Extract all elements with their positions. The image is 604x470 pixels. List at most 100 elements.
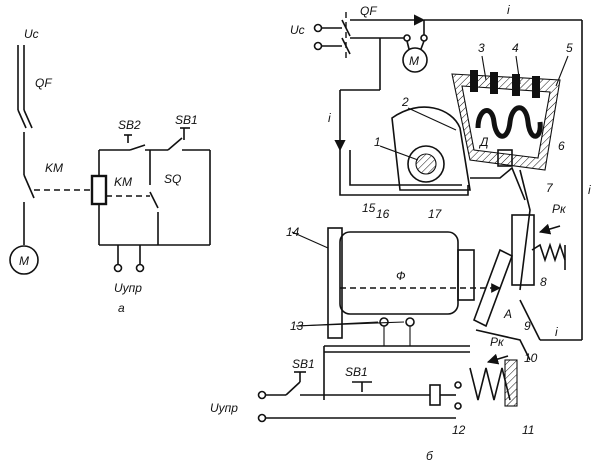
callout-1: 1	[374, 135, 381, 149]
label-current-top: i	[507, 3, 510, 17]
force-arrow-upper	[538, 223, 561, 235]
motor-a	[9, 245, 39, 275]
callout-16: 16	[376, 207, 390, 221]
coil-lead-loop	[339, 150, 469, 196]
km-coil	[90, 174, 108, 206]
supply-terminal-2	[313, 41, 323, 51]
magnet-yoke	[327, 227, 343, 339]
label-motor-b: M	[409, 54, 419, 68]
label-flux: Ф	[396, 269, 406, 283]
label-qf-b: QF	[360, 4, 377, 18]
scheme-a: Uc QF KM KM SB2 SB1 SQ M Uупр а	[9, 27, 211, 315]
callout-15: 15	[362, 201, 376, 215]
label-km-coil-a: KM	[114, 175, 132, 189]
caption-b: б	[426, 449, 434, 463]
label-current-right: i	[588, 183, 591, 197]
callout-4: 4	[512, 41, 519, 55]
leader-14	[291, 231, 329, 249]
label-uupr-a: Uупр	[114, 281, 142, 295]
magnet-pole-face	[457, 249, 475, 301]
plate-3a	[470, 70, 478, 92]
label-sb1-left: SB1	[292, 357, 315, 371]
label-force-upper: Pк	[552, 202, 567, 216]
callout-17: 17	[428, 207, 443, 221]
armature-link	[475, 329, 531, 361]
callout-2: 2	[401, 95, 409, 109]
motor-lead-2	[420, 40, 425, 50]
motor-terminal-1	[403, 34, 411, 42]
wire-to-contact	[519, 299, 541, 341]
motor-b	[402, 47, 428, 73]
leader-2	[407, 107, 457, 131]
blowout-pole	[391, 106, 471, 191]
aux-contact-bottom	[454, 402, 462, 410]
terminal-2	[135, 263, 145, 273]
label-point-a: A	[503, 307, 512, 321]
callout-3: 3	[478, 41, 485, 55]
force-arrow-lower	[486, 353, 509, 365]
callout-11: 11	[522, 423, 534, 437]
label-uc-b: Uc	[290, 23, 305, 37]
callout-5: 5	[566, 41, 573, 55]
callout-10: 10	[524, 351, 538, 365]
leader-4	[515, 55, 521, 85]
uupr-terminal-2	[257, 413, 267, 423]
coil-lead-inner	[349, 150, 462, 186]
coil-terminal-1	[379, 317, 389, 327]
blowout-coil-outer	[407, 145, 445, 183]
qf-contact-1	[17, 109, 27, 129]
armature	[473, 248, 513, 328]
label-uupr-b: Uупр	[210, 401, 238, 415]
blowout-coil-core	[415, 153, 437, 175]
aux-contact-body	[429, 384, 441, 406]
callout-12: 12	[452, 423, 466, 437]
sb1-left-contact	[285, 381, 301, 396]
supply-terminal-1	[313, 23, 323, 33]
label-arc-d: Д	[478, 135, 489, 149]
motor-terminal-2	[420, 34, 428, 42]
plate-4b	[532, 76, 540, 98]
leader-3	[481, 55, 487, 81]
km-main-contact	[23, 174, 35, 199]
fixed-contact-horn	[470, 166, 526, 201]
label-sb1-a: SB1	[175, 113, 198, 127]
sb1-contact	[167, 137, 183, 151]
plate-3b	[490, 72, 498, 94]
leader-5	[555, 55, 569, 87]
label-sb1-right: SB1	[345, 365, 368, 379]
caption-a: а	[118, 301, 125, 315]
scheme-b: Uc QF M i i i i Д Ф A Pк Pк SB1 SB1 Uупр…	[210, 3, 591, 463]
arc-plates	[475, 105, 543, 139]
uupr-terminal-1	[257, 390, 267, 400]
label-current-bottom: i	[555, 325, 558, 339]
km-hold-contact	[149, 191, 159, 209]
qf-contact-2	[23, 109, 33, 129]
sb2-contact	[129, 144, 146, 151]
contact-spring-8	[531, 242, 566, 263]
leader-1	[379, 145, 419, 161]
spring-11-base	[504, 359, 518, 407]
moving-contact-arm	[519, 169, 531, 291]
aux-contact-top	[454, 381, 462, 389]
label-sb2-a: SB2	[118, 118, 141, 132]
leader-13b	[295, 321, 405, 327]
plate-4a	[512, 74, 520, 96]
label-current-left: i	[328, 111, 331, 125]
callout-7: 7	[546, 181, 554, 195]
contact-lever	[511, 214, 535, 286]
callout-6: 6	[558, 139, 565, 153]
label-motor-a: M	[19, 254, 29, 268]
label-qf-a: QF	[35, 76, 52, 90]
label-km-contact-a: KM	[45, 161, 63, 175]
arc-chute-interior	[461, 85, 551, 159]
coil-terminal-2	[405, 317, 415, 327]
terminal-1	[113, 263, 123, 273]
motor-lead-1	[406, 40, 410, 50]
label-uc-a: Uc	[24, 27, 39, 41]
contact-block	[497, 149, 513, 167]
return-spring-11	[469, 367, 511, 401]
label-force-lower: Pк	[490, 335, 505, 349]
label-sq-a: SQ	[164, 172, 181, 186]
